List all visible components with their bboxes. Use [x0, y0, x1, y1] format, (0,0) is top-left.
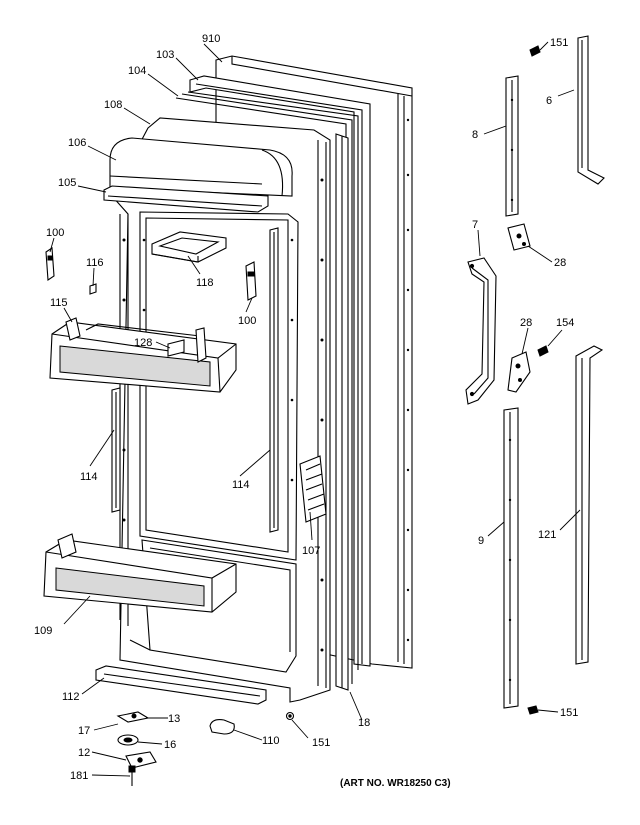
trim-strip-9	[503, 407, 519, 709]
label-910: 910	[202, 33, 220, 45]
label-121: 121	[538, 529, 556, 541]
bin-divider	[167, 339, 185, 357]
label-151-top: 151	[550, 37, 568, 49]
label-110: 110	[262, 735, 280, 747]
label-118: 118	[196, 277, 214, 289]
screw-154	[537, 345, 549, 357]
trim-strip-8	[505, 75, 519, 217]
handle-mount-upper	[507, 223, 531, 251]
label-116: 116	[86, 257, 104, 269]
upper-bin	[49, 317, 237, 393]
screw-bottom	[285, 711, 295, 721]
trim-strip-6	[577, 35, 605, 185]
label-100-right: 100	[238, 315, 256, 327]
label-151-bottom-center: 151	[312, 737, 330, 749]
leader-lines	[49, 41, 581, 777]
label-8: 8	[472, 129, 478, 141]
label-109: 109	[34, 625, 52, 637]
hinge-plate	[116, 711, 150, 723]
label-28-lower: 28	[520, 317, 532, 329]
label-112: 112	[62, 691, 80, 703]
label-18: 18	[358, 717, 370, 729]
screw-151-top	[529, 45, 541, 57]
part-labels: 910 103 104 108 106 105 100 116 118 100 …	[34, 33, 578, 782]
handle	[465, 257, 497, 405]
label-114-right: 114	[232, 479, 250, 491]
label-9: 9	[478, 535, 484, 547]
shelf-rail-left	[111, 387, 121, 513]
label-115: 115	[50, 297, 68, 309]
label-114-left: 114	[80, 471, 98, 483]
label-28-upper: 28	[554, 257, 566, 269]
label-17: 17	[78, 725, 90, 737]
label-181: 181	[70, 770, 88, 782]
hinge-bracket	[125, 751, 157, 769]
hinge-cam	[117, 734, 139, 746]
label-103: 103	[156, 49, 174, 61]
bottom-trim	[95, 665, 267, 705]
cap	[209, 719, 235, 735]
top-cover	[103, 137, 293, 213]
door-gasket	[175, 75, 371, 684]
label-107: 107	[302, 545, 320, 557]
lower-bin	[43, 533, 237, 613]
handle-mount-lower	[507, 351, 531, 393]
small-tray	[151, 231, 227, 263]
screw	[128, 765, 136, 786]
label-154: 154	[556, 317, 574, 329]
dispenser-bracket	[299, 455, 327, 523]
label-104: 104	[128, 65, 146, 77]
shelf-rail-right	[269, 227, 279, 533]
screw-151-bottom	[527, 705, 539, 715]
art-number: (ART NO. WR18250 C3)	[340, 778, 451, 789]
label-7: 7	[472, 219, 478, 231]
bracket-left	[45, 247, 55, 281]
trim-strip-121	[575, 345, 604, 665]
label-106: 106	[68, 137, 86, 149]
label-13: 13	[168, 713, 180, 725]
label-151-bottom-right: 151	[560, 707, 578, 719]
clip-small	[89, 283, 97, 295]
label-100-left: 100	[46, 227, 64, 239]
label-105: 105	[58, 177, 76, 189]
label-6: 6	[546, 95, 552, 107]
label-128: 128	[134, 337, 152, 349]
label-108: 108	[104, 99, 122, 111]
label-16: 16	[164, 739, 176, 751]
label-12: 12	[78, 747, 90, 759]
bracket-right	[245, 261, 257, 301]
